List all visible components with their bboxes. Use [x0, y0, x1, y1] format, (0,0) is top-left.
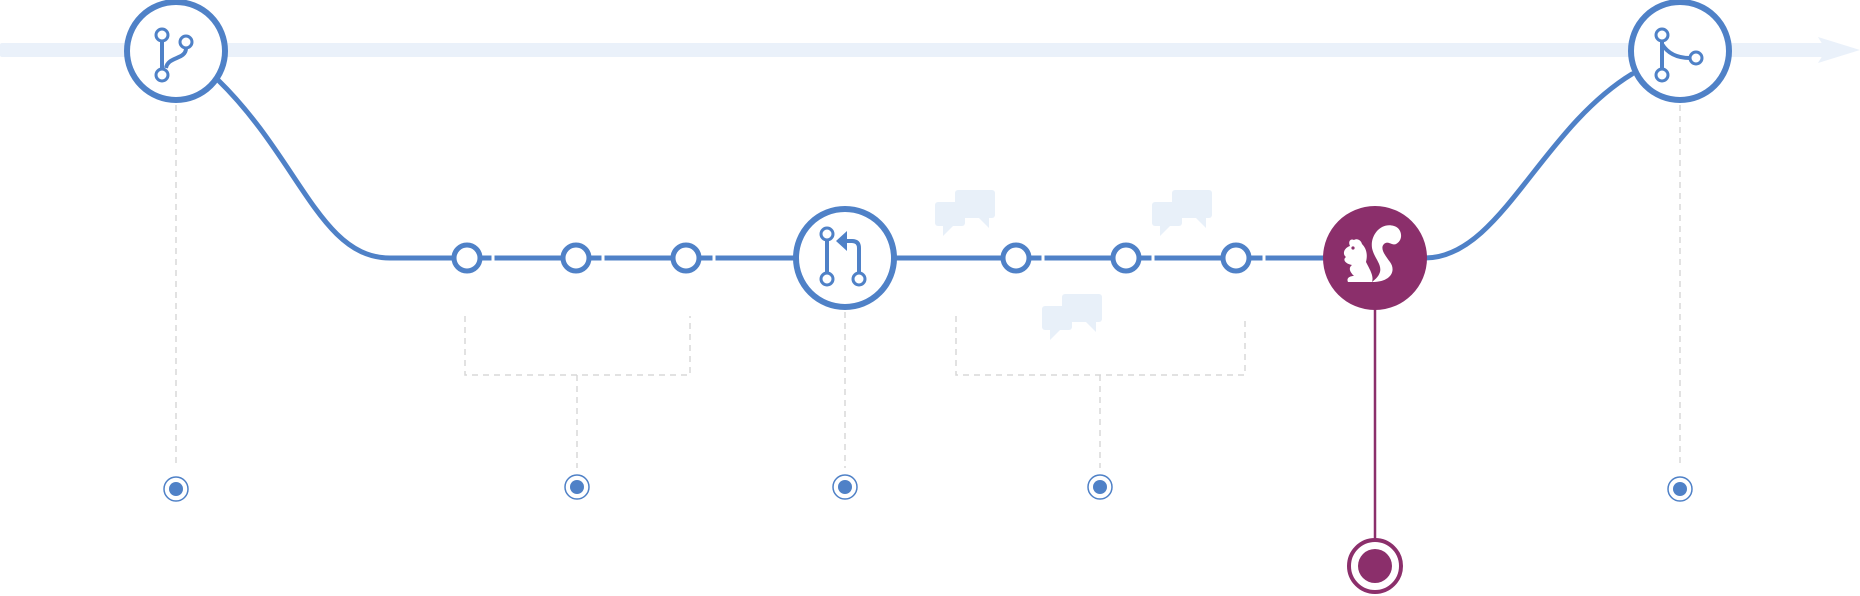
- marker-branch[interactable]: [163, 476, 189, 502]
- guide-lines: [175, 105, 1681, 468]
- merge-node[interactable]: [1628, 0, 1732, 103]
- track-bar: [0, 43, 1826, 57]
- marker-merge[interactable]: [1667, 476, 1693, 502]
- main-branch-track: [0, 37, 1860, 63]
- commit-node[interactable]: [451, 242, 483, 274]
- commit-nodes: [451, 242, 1252, 274]
- branch-out-curve: [215, 77, 393, 261]
- bracket-discussion: [955, 316, 1246, 468]
- marker-discussion[interactable]: [1087, 474, 1113, 500]
- branch-node[interactable]: [124, 0, 228, 103]
- comment-discussion-icon: [935, 190, 995, 236]
- marker-commits[interactable]: [564, 474, 590, 500]
- marker-deploy[interactable]: [1347, 538, 1403, 594]
- comment-discussion-icon: [1152, 190, 1212, 236]
- pull-request-node[interactable]: [793, 206, 897, 310]
- pull-request-arrow-icon: [836, 231, 847, 251]
- pull-request-icon: [819, 226, 867, 287]
- commit-node[interactable]: [560, 242, 592, 274]
- comment-bubbles: [935, 190, 1212, 340]
- git-branch-icon: [154, 27, 194, 83]
- segment-gaps: [491, 252, 1266, 264]
- commit-node[interactable]: [1000, 242, 1032, 274]
- deploy-node[interactable]: [1323, 206, 1427, 310]
- bracket-commits: [464, 316, 691, 468]
- marker-pull-request[interactable]: [832, 474, 858, 500]
- git-merge-icon: [1654, 27, 1704, 83]
- commit-node[interactable]: [670, 242, 702, 274]
- feature-branch-path: [215, 71, 1635, 261]
- commit-node[interactable]: [1220, 242, 1252, 274]
- merge-in-curve: [1422, 71, 1635, 261]
- comment-discussion-icon: [1042, 294, 1102, 340]
- squirrel-icon: [1343, 225, 1402, 282]
- commit-node[interactable]: [1110, 242, 1142, 274]
- track-arrowhead-icon: [1818, 37, 1860, 63]
- bottom-markers: [163, 474, 1693, 594]
- squirrel-eye: [1351, 246, 1355, 250]
